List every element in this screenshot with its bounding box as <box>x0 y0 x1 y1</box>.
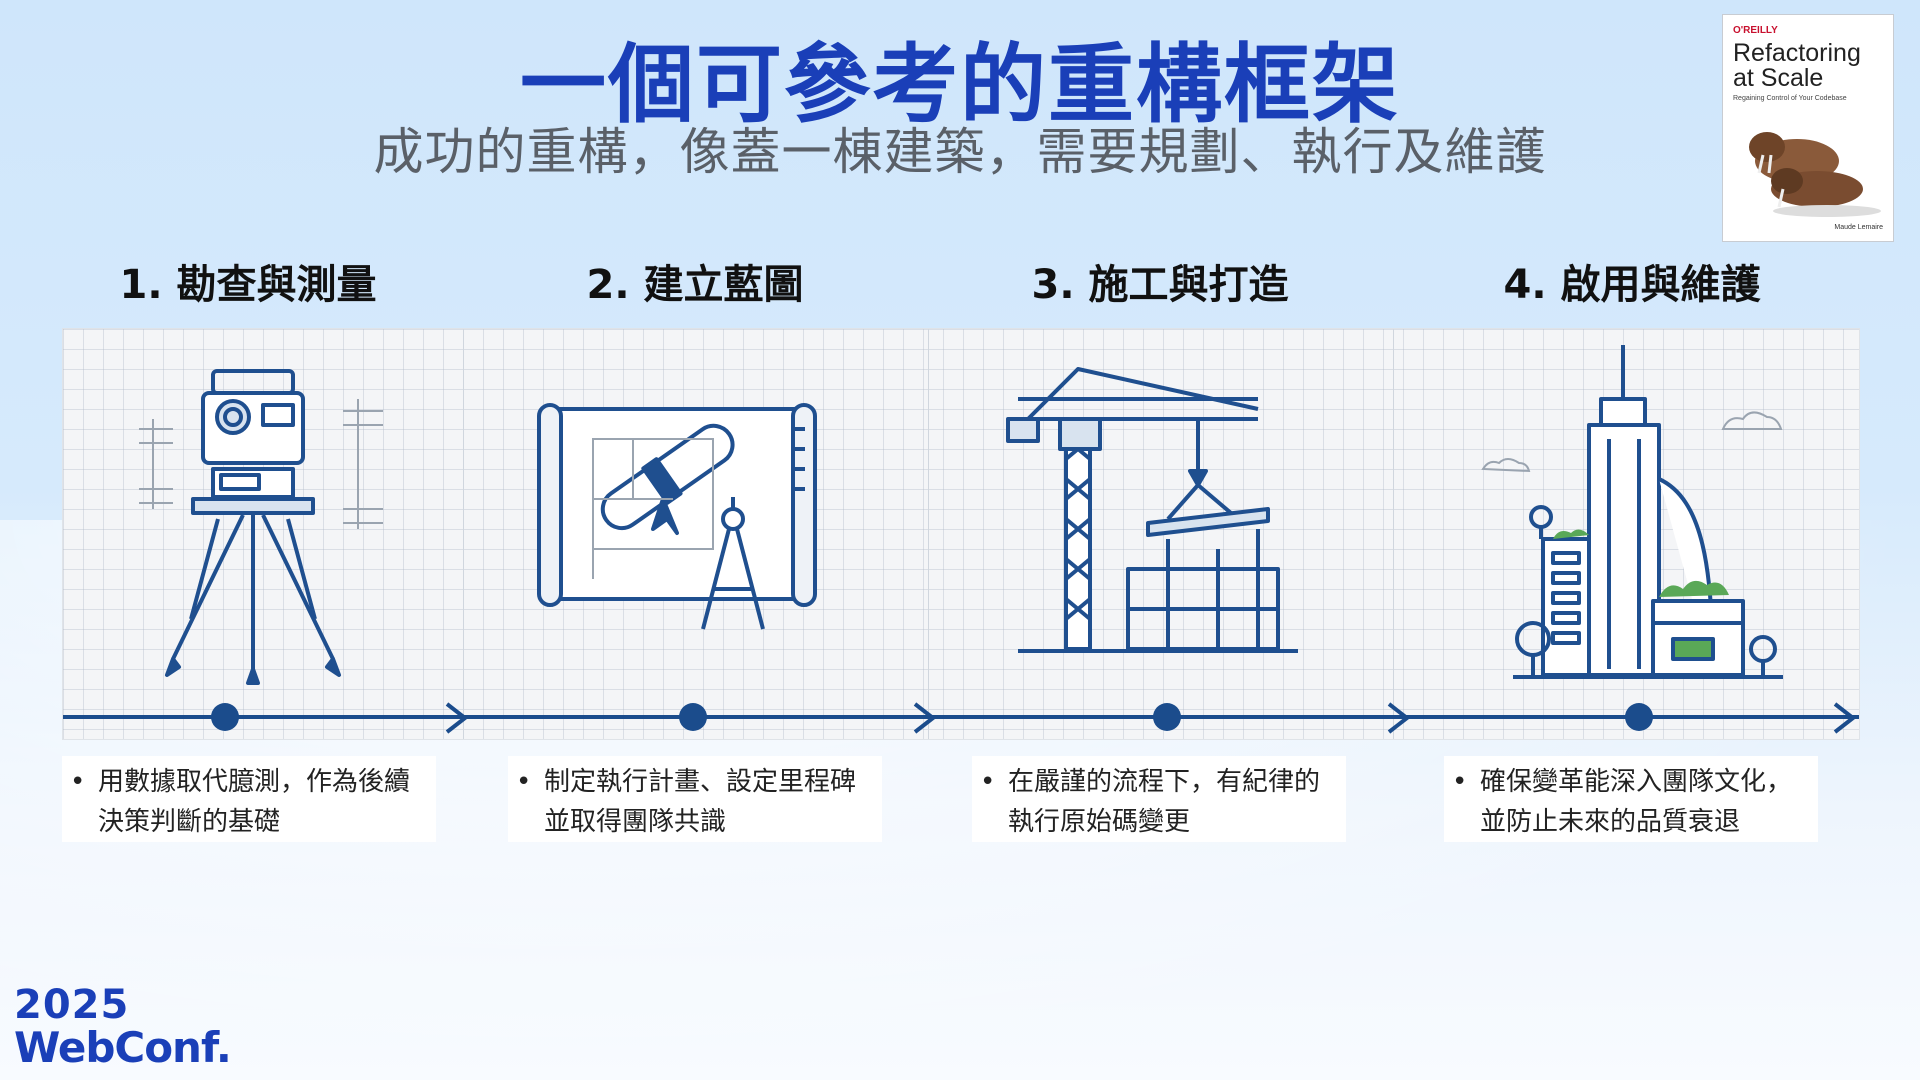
step-1-description: • 用數據取代臆測，作為後續 決策判斷的基礎 <box>62 756 436 842</box>
step-4-description: • 確保變革能深入團隊文化， 並防止未來的品質衰退 <box>1444 756 1818 842</box>
book-title-line2: at Scale <box>1733 66 1861 91</box>
timeline-line <box>63 715 1859 719</box>
surveying-tripod-icon <box>103 359 403 699</box>
bullet: • <box>70 762 85 802</box>
bullet: • <box>1452 762 1467 802</box>
description-line: 並防止未來的品質衰退 <box>1480 802 1812 842</box>
description-line: 制定執行計畫、設定里程碑 <box>544 762 876 802</box>
book-author: Maude Lemaire <box>1834 224 1883 231</box>
panel-divider <box>1393 329 1394 739</box>
step-1-heading: 1. 勘查與測量 <box>48 252 448 310</box>
step-3-heading: 3. 施工與打造 <box>960 252 1360 310</box>
blueprint-compass-icon <box>533 389 833 659</box>
bullet: • <box>516 762 531 802</box>
timeline-arrow-icon <box>1385 701 1411 735</box>
timeline-dot <box>679 703 707 731</box>
step-4-heading: 4. 啟用與維護 <box>1432 252 1832 310</box>
construction-crane-icon <box>998 359 1318 689</box>
timeline-arrow-icon <box>443 701 469 735</box>
logo-year: 2025 <box>14 985 231 1025</box>
timeline-arrow-icon <box>1831 701 1857 735</box>
page-subtitle: 成功的重構，像蓋一棟建築，需要規劃、執行及維護 <box>0 112 1920 184</box>
description-line: 在嚴謹的流程下，有紀律的 <box>1008 762 1340 802</box>
book-title-line1: Refactoring <box>1733 41 1861 66</box>
book-publisher: O'REILLY <box>1733 25 1778 36</box>
step-2-heading: 2. 建立藍圖 <box>495 252 895 310</box>
logo-name: WebConf. <box>14 1025 231 1071</box>
step-2-description: • 制定執行計畫、設定里程碑 並取得團隊共識 <box>508 756 882 842</box>
timeline-arrow-icon <box>911 701 937 735</box>
description-line: 確保變革能深入團隊文化， <box>1480 762 1812 802</box>
book-title: Refactoring at Scale <box>1733 41 1861 91</box>
book-cover: O'REILLY Refactoring at Scale Regaining … <box>1722 14 1894 242</box>
book-subtitle: Regaining Control of Your Codebase <box>1733 95 1847 102</box>
illustration-panel <box>62 328 1860 740</box>
city-buildings-icon <box>1473 339 1793 699</box>
panel-divider <box>928 329 929 739</box>
description-line: 執行原始碼變更 <box>1008 802 1340 842</box>
timeline-dot <box>1625 703 1653 731</box>
step-3-description: • 在嚴謹的流程下，有紀律的 執行原始碼變更 <box>972 756 1346 842</box>
description-line: 決策判斷的基礎 <box>98 802 430 842</box>
panel-divider <box>463 329 464 739</box>
webconf-logo: 2025 WebConf. <box>14 985 231 1071</box>
timeline-dot <box>1153 703 1181 731</box>
timeline-dot <box>211 703 239 731</box>
bullet: • <box>980 762 995 802</box>
walrus-icon <box>1727 111 1891 221</box>
description-line: 並取得團隊共識 <box>544 802 876 842</box>
description-line: 用數據取代臆測，作為後續 <box>98 762 430 802</box>
